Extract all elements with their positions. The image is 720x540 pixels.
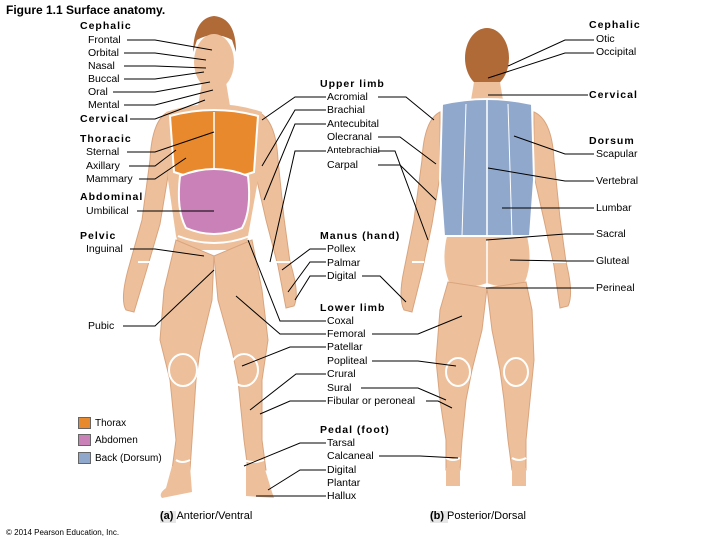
posterior-right-foot [446,468,460,486]
copyright-notice: © 2014 Pearson Education, Inc. [6,528,120,537]
caption-posterior-text: Posterior/Dorsal [447,510,526,522]
label-vertebral: Vertebral [596,175,639,187]
anterior-right-foot [160,466,192,498]
label-cephalic: Cephalic [80,20,132,32]
legend-item-abdomen: Abdomen [78,433,138,447]
label-coxal: Coxal [327,315,354,327]
label-sternal: Sternal [86,146,120,158]
label-sacral: Sacral [596,228,626,240]
label-upper-limb: Upper limb [320,78,385,90]
label-patellar: Patellar [327,341,363,353]
label-brachial: Brachial [327,104,365,116]
label-cephalic-posterior: Cephalic [589,19,641,31]
legend-item-thorax: Thorax [78,416,126,430]
anterior-left-foot [246,466,274,498]
label-mammary: Mammary [86,173,133,185]
label-olecranal: Olecranal [327,131,372,143]
label-antebrachial: Antebrachial [327,145,380,156]
label-antecubital: Antecubital [327,118,379,130]
leader-lines [113,39,594,497]
label-lower-limb: Lower limb [320,302,386,314]
label-inguinal: Inguinal [86,243,123,255]
label-calcaneal: Calcaneal [327,450,374,462]
caption-posterior-letter: (b) [430,510,445,522]
label-crural: Crural [327,368,356,380]
posterior-right-arm [400,111,441,313]
label-palmar: Palmar [327,257,361,269]
label-digital-foot: Digital [327,464,357,476]
anterior-head [194,34,234,90]
label-otic: Otic [596,33,615,45]
label-dorsum: Dorsum [589,135,635,147]
anterior-abdomen-region [177,168,251,235]
label-fibular: Fibular or peroneal [327,395,416,407]
anterior-left-arm [255,111,297,309]
label-pedal: Pedal (foot) [320,424,390,436]
label-orbital: Orbital [88,47,119,59]
caption-anterior: (a)Anterior/Ventral [160,510,252,522]
posterior-left-foot [512,468,526,486]
label-lumbar: Lumbar [596,202,632,214]
label-oral: Oral [88,86,108,98]
label-acromial: Acromial [327,91,368,103]
posterior-figure [400,28,572,486]
caption-anterior-text: Anterior/Ventral [176,510,253,522]
legend-swatch-back [78,452,91,464]
label-mental: Mental [88,99,120,111]
posterior-right-leg [435,281,488,471]
label-abdominal: Abdominal [80,191,144,203]
label-tarsal: Tarsal [327,437,356,449]
label-hallux: Hallux [327,490,357,502]
legend-swatch-thorax [78,417,91,429]
label-nasal: Nasal [88,60,115,72]
anterior-figure [122,16,297,498]
legend-label-thorax: Thorax [95,417,127,429]
label-buccal: Buccal [88,73,120,85]
label-carpal: Carpal [327,159,358,171]
label-cervical-anterior: Cervical [80,113,129,125]
anterior-hair [193,16,236,52]
legend-swatch-abdomen [78,434,91,446]
label-thoracic: Thoracic [80,133,132,145]
label-scapular: Scapular [596,148,638,160]
anterior-right-arm [122,111,169,313]
label-frontal: Frontal [88,34,121,46]
legend-label-back: Back (Dorsum) [95,452,162,464]
label-perineal: Perineal [596,282,635,294]
label-femoral: Femoral [327,328,366,340]
anterior-neck [198,82,230,106]
caption-box-posterior [430,511,448,523]
label-occipital: Occipital [596,46,637,58]
caption-box-anterior [160,511,176,523]
label-sural: Sural [327,382,352,394]
legend-label-abdomen: Abdomen [95,434,138,446]
label-cervical-posterior: Cervical [589,89,638,101]
label-axillary: Axillary [86,160,120,172]
label-gluteal: Gluteal [596,255,630,267]
posterior-left-arm [533,111,572,309]
figure-title: Figure 1.1 Surface anatomy. [6,3,166,17]
label-pollex: Pollex [327,243,356,255]
label-pelvic: Pelvic [80,230,117,242]
caption-posterior: (b)Posterior/Dorsal [430,510,526,522]
label-popliteal: Popliteal [327,355,368,367]
caption-anterior-letter: (a) [160,510,174,522]
label-digital-hand: Digital [327,270,357,282]
label-pubic: Pubic [88,320,115,332]
label-umbilical: Umbilical [86,205,129,217]
legend-item-back: Back (Dorsum) [78,451,162,465]
label-plantar: Plantar [327,477,361,489]
posterior-head [465,28,509,88]
label-manus: Manus (hand) [320,230,401,242]
